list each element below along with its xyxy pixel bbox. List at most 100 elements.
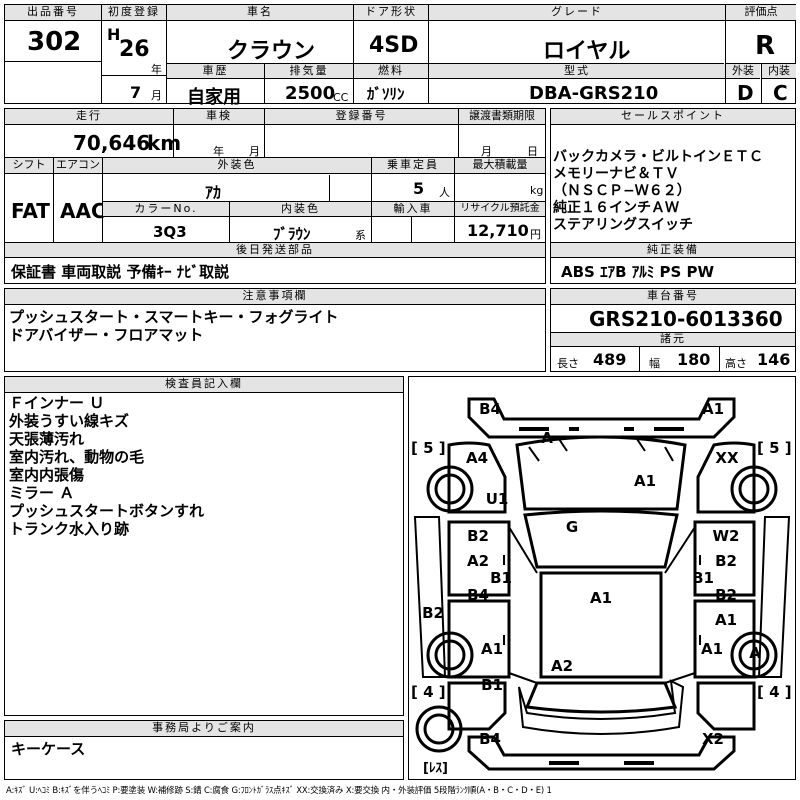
inspector-label: 検査員記入欄: [5, 377, 403, 393]
header-section: 出品番号 302 初度登録 H 26 年 7 月 車名 クラウン 車歴 排気量 …: [4, 4, 796, 108]
damage-mark: A1: [589, 589, 613, 607]
sales-points: セールスポイント バックカメラ・ビルトインＥＴＣ メモリーナビ＆ＴＶ （ＮＳＣＰ…: [550, 108, 796, 284]
spare-tire: [ﾚｽ]: [423, 761, 448, 776]
office-label: 事務局よりご案内: [5, 721, 403, 737]
history-label: 車歴: [167, 64, 264, 79]
damage-mark: A: [749, 644, 761, 662]
model-label: 型式: [429, 64, 725, 79]
int-score: C: [773, 81, 788, 105]
reg-month: 7: [130, 83, 142, 102]
displacement: 2500: [285, 83, 336, 104]
sales-label: セールスポイント: [551, 109, 795, 125]
sales-line-3: （ＮＳＣＰ−Ｗ６２）: [553, 183, 691, 199]
mileage: 70,646: [73, 131, 151, 155]
interior-label: 内装色: [230, 202, 371, 217]
grade-label: グレード: [429, 5, 725, 21]
height: 146: [757, 350, 791, 369]
sales-line-1: バックカメラ・ビルトインＥＴＣ: [553, 149, 763, 165]
damage-mark: A1: [701, 400, 725, 418]
damage-mark: B2: [422, 604, 444, 622]
int-label: 内装: [762, 64, 796, 79]
inspector-line-4: 室内汚れ、動物の毛: [9, 448, 145, 466]
month-unit: 月: [151, 89, 162, 102]
chassis-label: 車台番号: [551, 289, 795, 305]
aircon: AAC: [60, 199, 106, 223]
damage-mark: A1: [480, 640, 504, 658]
lot-number: 302: [27, 27, 82, 57]
width: 180: [677, 350, 711, 369]
tire-front-left: [ 5 ]: [411, 439, 446, 457]
length-label: 長さ: [557, 357, 579, 370]
shift: FAT: [11, 199, 50, 223]
reg-year: 26: [119, 37, 150, 62]
recycle-unit: 円: [530, 228, 541, 241]
inspection-label: 車検: [174, 109, 264, 125]
ext-score: D: [737, 81, 754, 105]
caution-notes: 注意事項欄 プッシュスタート・スマートキー・フォグライト ドアバイザー・フロアマ…: [4, 288, 546, 372]
sales-line-4: 純正１６インチＡＷ: [553, 200, 679, 216]
damage-mark: B2: [715, 552, 737, 570]
interior-unit: 系: [355, 229, 366, 242]
capacity-unit: 人: [439, 186, 450, 199]
damage-mark: B4: [479, 730, 501, 748]
chassis-section: 車台番号 GRS210-6013360 諸元 長さ 489 幅 180 高さ 1…: [550, 288, 796, 372]
tire-rear-left: [ 4 ]: [411, 683, 446, 701]
damage-mark: W2: [712, 527, 740, 545]
legend: A:ｷｽﾞ U:ﾍｺﾐ B:ｷｽﾞを伴うﾍｺﾐ P:要塗装 W:補修跡 S:錆 …: [6, 786, 552, 796]
sales-line-5: ステアリングスイッチ: [553, 217, 693, 233]
damage-mark: A4: [465, 449, 489, 467]
inspection-year-unit: 年: [213, 145, 224, 158]
length: 489: [593, 350, 627, 369]
car-name-label: 車名: [167, 5, 353, 21]
inspector-line-3: 天張薄汚れ: [9, 430, 85, 448]
overall-score: R: [755, 31, 776, 61]
damage-mark: B2: [467, 527, 489, 545]
damage-mark: A2: [550, 657, 574, 675]
damage-mark: B4: [467, 586, 489, 604]
inspector-notes: 検査員記入欄 Ｆインナー Ｕ 外装うすい線キズ 天張薄汚れ 室内汚れ、動物の毛 …: [4, 376, 404, 716]
car-outline: [413, 397, 791, 771]
displacement-unit: CC: [333, 91, 349, 104]
fuel-label: 燃料: [354, 64, 428, 79]
sales-line-2: メモリーナビ＆ＴＶ: [553, 166, 679, 182]
inspection-month-unit: 月: [249, 145, 260, 158]
spec-label: 諸元: [551, 333, 795, 347]
color: ｱｶ: [205, 183, 222, 202]
plate-label: 登録番号: [265, 109, 458, 125]
score-label: 評価点: [726, 5, 796, 21]
damage-mark: B2: [715, 586, 737, 604]
notes-line-2: ドアバイザー・フロアマット: [9, 326, 204, 344]
office-notice: 事務局よりご案内 キーケース: [4, 720, 404, 780]
color-number: 3Q3: [153, 223, 187, 241]
colorno-label: カラーNo.: [103, 202, 229, 217]
damage-mark: A1: [700, 640, 724, 658]
transfer-month-unit: 月: [481, 145, 492, 158]
equip-label: 純正装備: [551, 243, 795, 258]
damage-mark: A: [541, 429, 553, 447]
recycle-label: リサイクル預託金: [455, 202, 545, 217]
height-label: 高さ: [725, 357, 747, 370]
transfer-label: 譲渡書類期限: [459, 109, 545, 125]
lot-label: 出品番号: [5, 5, 101, 21]
capacity: 5: [413, 179, 425, 198]
damage-mark: A2: [466, 552, 490, 570]
mileage-label: 走行: [5, 109, 173, 125]
damage-mark: B1: [490, 569, 512, 587]
capacity-label: 乗車定員: [372, 158, 454, 174]
grade: ロイヤル: [543, 39, 631, 64]
damage-mark: B4: [479, 400, 501, 418]
chassis-number: GRS210-6013360: [589, 307, 783, 331]
interior-color: ﾌﾞﾗｳﾝ: [273, 225, 311, 243]
door-label: ドア形状: [354, 5, 428, 21]
ext-label: 外装: [726, 64, 760, 79]
notes-line-1: プッシュスタート・スマートキー・フォグライト: [9, 308, 339, 326]
model-code: DBA-GRS210: [529, 83, 659, 104]
office-text: キーケース: [11, 740, 86, 758]
first-reg-label: 初度登録: [102, 5, 166, 21]
transfer-day-unit: 日: [527, 145, 538, 158]
door-type: 4SD: [369, 33, 419, 58]
inspector-line-6: ミラー Ａ: [9, 484, 75, 502]
mileage-unit: km: [147, 131, 182, 155]
shift-label: シフト: [5, 158, 53, 174]
